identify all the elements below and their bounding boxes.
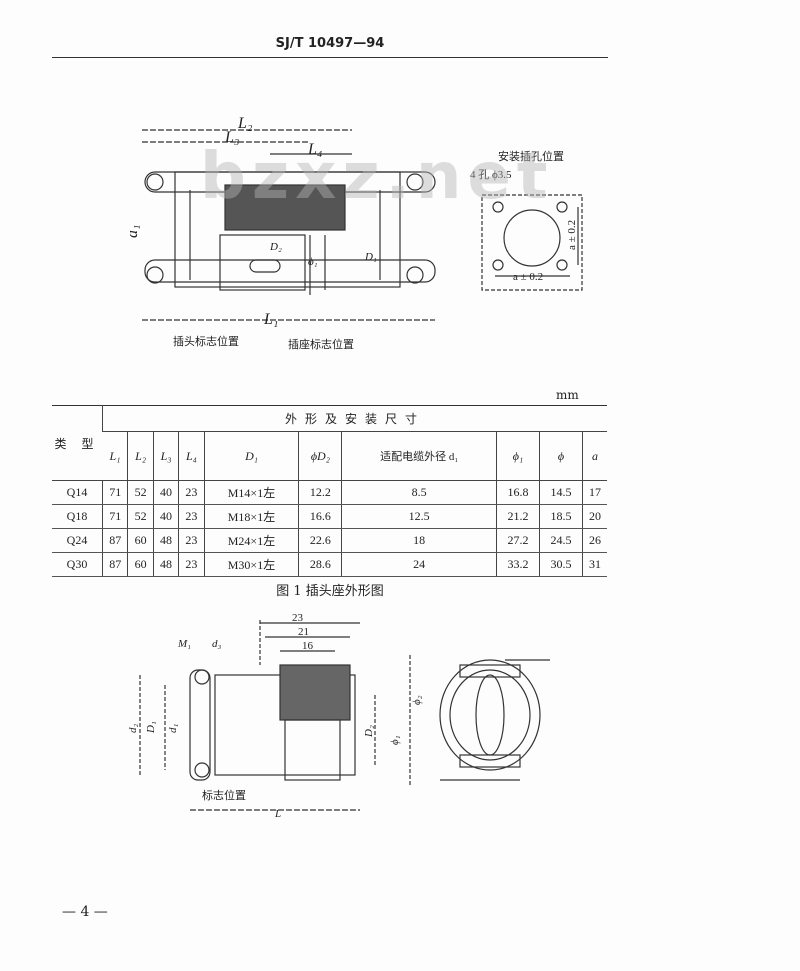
mount-title: 安装插孔位置 (498, 149, 564, 163)
unit-label: mm (556, 388, 579, 402)
table-cell: 26 (581, 528, 607, 553)
dim-phi1: ϕ₁ (389, 735, 401, 745)
table-cell: Q18 (52, 504, 103, 529)
column-header: 适配电缆外径 d₁ (341, 431, 497, 481)
column-header: ϕ (538, 431, 583, 481)
column-header: L₁ (102, 431, 128, 481)
dim-d1: d₁ (130, 224, 141, 238)
table-cell: 52 (127, 504, 154, 529)
type-header: 类 型 (52, 405, 103, 481)
dim-phi2: ϕ₂ (411, 695, 423, 705)
dim-d3: d₃ (212, 638, 222, 650)
table-cell: 23 (178, 504, 205, 529)
mount-a-h: a ± 0.2 (513, 271, 543, 283)
column-header: ϕD₂ (298, 431, 342, 481)
table-cell: M18×1左 (203, 504, 299, 529)
table-cell: 52 (127, 480, 154, 505)
table-cell: 24.5 (538, 528, 583, 553)
table-cell: 40 (152, 504, 179, 529)
page-number: — 4 — (62, 904, 108, 920)
figure1-caption: 图 1 插头座外形图 (276, 584, 384, 599)
table-cell: 20 (581, 504, 607, 529)
dim-phi1: ϕ₁ (308, 256, 318, 268)
dim-D2: D₂ (269, 241, 282, 253)
plug-mark-label: 插头标志位置 (173, 334, 239, 348)
dim-L4: L₄ (307, 141, 322, 158)
table-cell: 12.5 (341, 504, 497, 529)
document-id-header: SJ/T 10497—94 (275, 36, 385, 51)
dim-L3: L₃ (224, 129, 239, 146)
table-cell: 48 (152, 552, 179, 577)
dim-D1: D₁ (364, 251, 377, 263)
table-cell: M14×1左 (203, 480, 299, 505)
column-header: L₄ (178, 431, 205, 481)
dim-M1: M₁ (177, 638, 191, 650)
table-cell: 24 (341, 552, 497, 577)
figure2-drawing: 23 21 16 M₁ d₃ d₂ D₁ d₁ D₂ ϕ₂ ϕ₁ 标志位置 L (127, 612, 550, 820)
socket-mark-label: 插座标志位置 (288, 337, 354, 351)
dim-d2: d₂ (127, 724, 139, 734)
table-cell: 18 (341, 528, 497, 553)
table-cell: 48 (152, 528, 179, 553)
table-cell: M30×1左 (203, 552, 299, 577)
table-cell: Q14 (52, 480, 103, 505)
table-cell: 30.5 (538, 552, 583, 577)
table-cell: 71 (101, 504, 128, 529)
dim-23: 23 (292, 612, 304, 624)
watermark: bzxz.net (200, 140, 554, 214)
table-cell: 16.6 (298, 504, 342, 529)
table-cell: 23 (178, 528, 205, 553)
table-cell: 71 (101, 480, 128, 505)
table-cell: 16.8 (495, 480, 540, 505)
table-cell: 18.5 (538, 504, 583, 529)
mark-label: 标志位置 (202, 788, 246, 802)
table-cell: 17 (581, 480, 607, 505)
group-header: 外形及安装尺寸 (102, 405, 607, 432)
column-header: ϕ₁ (495, 431, 540, 481)
figure1-drawing: L₂ L₃ L₄ L₁ d₁ D₂ ϕ₁ D₁ 插头标志位置 插座标志位置 安装… (130, 115, 583, 351)
dim-D2: D₂ (363, 725, 375, 738)
table-cell: 87 (101, 552, 128, 577)
table-cell: Q24 (52, 528, 103, 553)
column-header: L₃ (152, 431, 179, 481)
table-cell: 12.2 (298, 480, 342, 505)
table-cell: 60 (127, 552, 154, 577)
dim-L1: L₁ (263, 311, 278, 328)
mount-holes: 4 孔 ϕ3.5 (470, 168, 512, 181)
table-cell: 14.5 (538, 480, 583, 505)
table-cell: M24×1左 (203, 528, 299, 553)
dim-L2: L₂ (237, 115, 253, 132)
table-cell: 21.2 (495, 504, 540, 529)
mount-a-v: a ± 0.2 (566, 220, 578, 250)
dim-L: L (274, 808, 281, 820)
table-cell: 8.5 (341, 480, 497, 505)
table-cell: 60 (127, 528, 154, 553)
column-header: L₂ (127, 431, 154, 481)
dim-d1: d₁ (167, 724, 179, 734)
column-header: a (581, 431, 607, 481)
table-cell: 27.2 (495, 528, 540, 553)
header-rule (52, 57, 608, 58)
table-cell: 28.6 (298, 552, 342, 577)
table-cell: Q30 (52, 552, 103, 577)
table-cell: 23 (178, 480, 205, 505)
column-header: D₁ (203, 431, 299, 481)
table-cell: 23 (178, 552, 205, 577)
dim-21: 21 (298, 626, 309, 638)
dim-D1: D₁ (145, 721, 157, 734)
table-cell: 22.6 (298, 528, 342, 553)
table-cell: 40 (152, 480, 179, 505)
table-cell: 33.2 (495, 552, 540, 577)
table-cell: 87 (101, 528, 128, 553)
dim-16: 16 (302, 640, 314, 652)
table-cell: 31 (581, 552, 607, 577)
